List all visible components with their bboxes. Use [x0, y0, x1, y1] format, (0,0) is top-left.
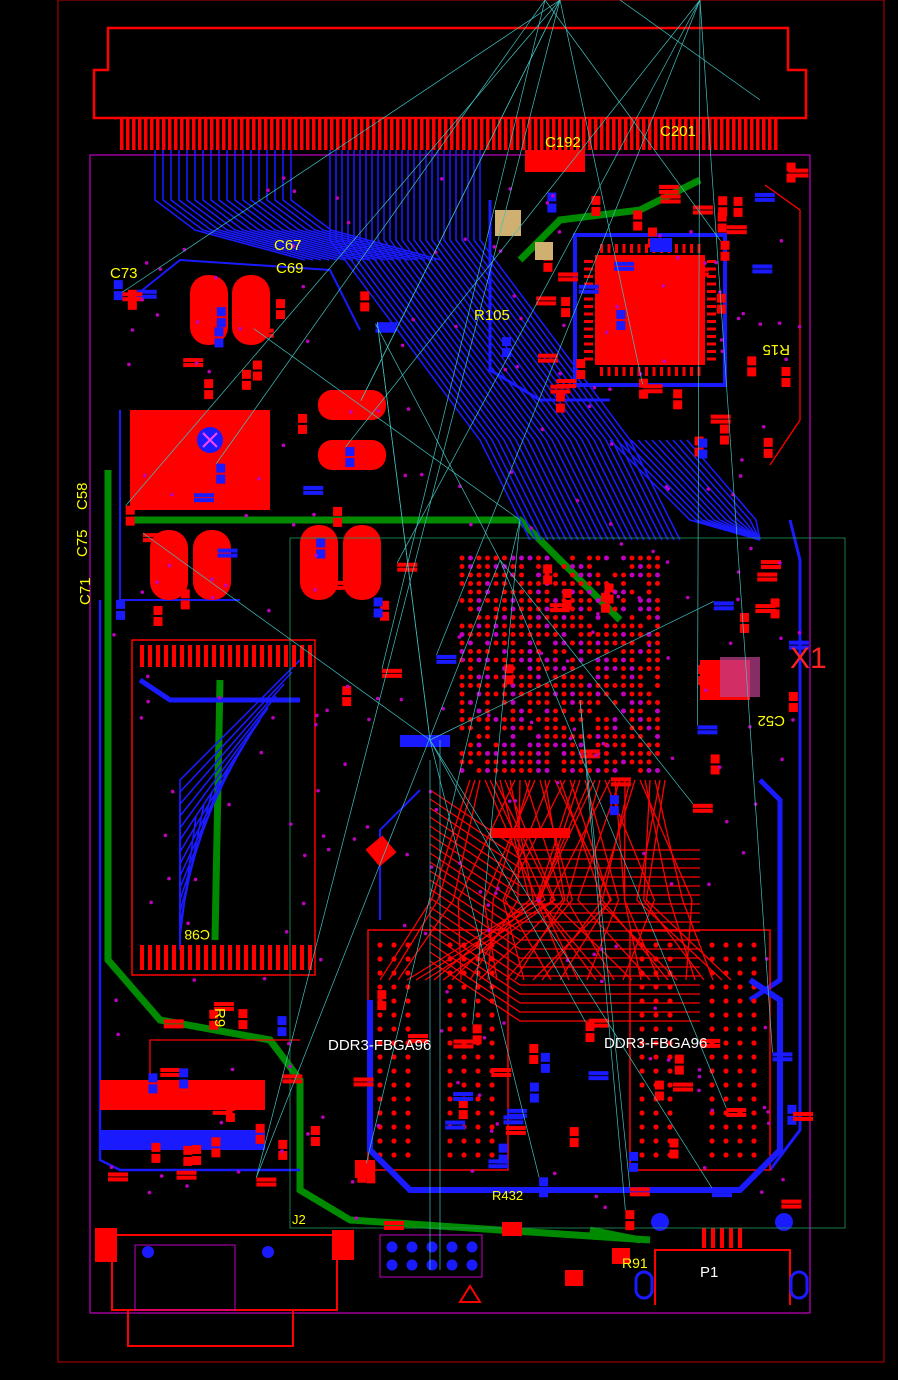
label-c201: C201 — [660, 123, 696, 140]
ratsnest-lines — [122, 0, 773, 1270]
label-c73: C73 — [110, 265, 138, 282]
label-r105: R105 — [474, 307, 510, 324]
label-p1: P1 — [700, 1264, 718, 1281]
label-c67: C67 — [274, 237, 302, 254]
bga-processor[interactable] — [459, 555, 661, 774]
header-jtag[interactable] — [379, 1234, 483, 1303]
keepout-outline — [57, 0, 885, 1363]
silkscreen-labels: C67 C69 C73 C58 C75 C71 C192 C201 R105 R… — [74, 123, 827, 1281]
label-c52: C52 — [757, 712, 785, 729]
label-ddr-left: DDR3-FBGA96 — [328, 1037, 431, 1054]
ddr-bus-outline — [367, 977, 783, 1193]
edge-connector[interactable] — [92, 26, 808, 150]
label-c75: C75 — [74, 529, 91, 557]
label-c98: C98 — [184, 927, 210, 943]
label-j2: J2 — [292, 1212, 306, 1227]
origin-marker[interactable] — [197, 427, 223, 453]
main-ic-fpga[interactable] — [573, 233, 727, 387]
label-c71: C71 — [77, 577, 94, 605]
label-c69: C69 — [276, 260, 304, 277]
label-r91: R91 — [622, 1255, 648, 1271]
label-c58: C58 — [74, 482, 91, 510]
connector-j2[interactable] — [95, 1228, 354, 1347]
smd-components[interactable] — [107, 150, 814, 1286]
connector-j7[interactable] — [100, 1080, 265, 1150]
top-copper-traces — [131, 184, 801, 1080]
label-x1: X1 — [790, 642, 827, 675]
label-r432: R432 — [492, 1188, 523, 1203]
bottom-copper-traces — [98, 150, 802, 1172]
label-r9: R9 — [211, 1008, 228, 1027]
label-c192: C192 — [545, 134, 581, 151]
label-ddr-right: DDR3-FBGA96 — [604, 1035, 707, 1052]
crystal-x1-outline — [289, 537, 846, 1229]
connector-p1[interactable] — [634, 1213, 809, 1305]
label-r15: R15 — [762, 341, 790, 358]
